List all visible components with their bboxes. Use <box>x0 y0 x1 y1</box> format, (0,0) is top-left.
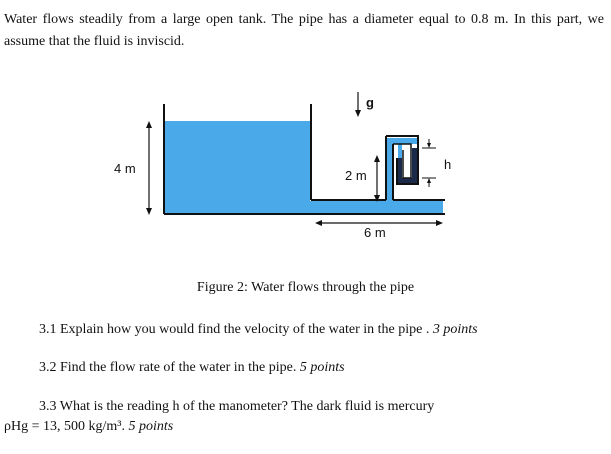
label-h: h <box>444 157 451 172</box>
question-3-2: 3.2 Find the flow rate of the water in t… <box>39 360 345 375</box>
tank-pipe-figure: 4 m 2 m g 6 m h <box>114 92 451 240</box>
question-3-3-line1: 3.3 What is the reading h of the manomet… <box>39 399 435 414</box>
question-3-1: 3.1 Explain how you would find the veloc… <box>39 322 478 337</box>
manometer-water <box>393 138 417 144</box>
tank-water <box>165 121 310 213</box>
vertical-tube-water <box>386 138 393 202</box>
label-g: g <box>366 95 374 110</box>
label-4m: 4 m <box>114 161 136 176</box>
pipe-water <box>310 201 443 213</box>
manometer-mercury <box>398 148 417 183</box>
figure-caption: Figure 2: Water flows through the pipe <box>196 280 415 295</box>
label-6m: 6 m <box>364 225 386 240</box>
problem-intro: Water flows steadily from a large open t… <box>4 12 604 49</box>
question-3-3-line2: ρHg = 13, 500 kg/m³. 5 points <box>4 419 174 434</box>
label-2m: 2 m <box>345 168 367 183</box>
